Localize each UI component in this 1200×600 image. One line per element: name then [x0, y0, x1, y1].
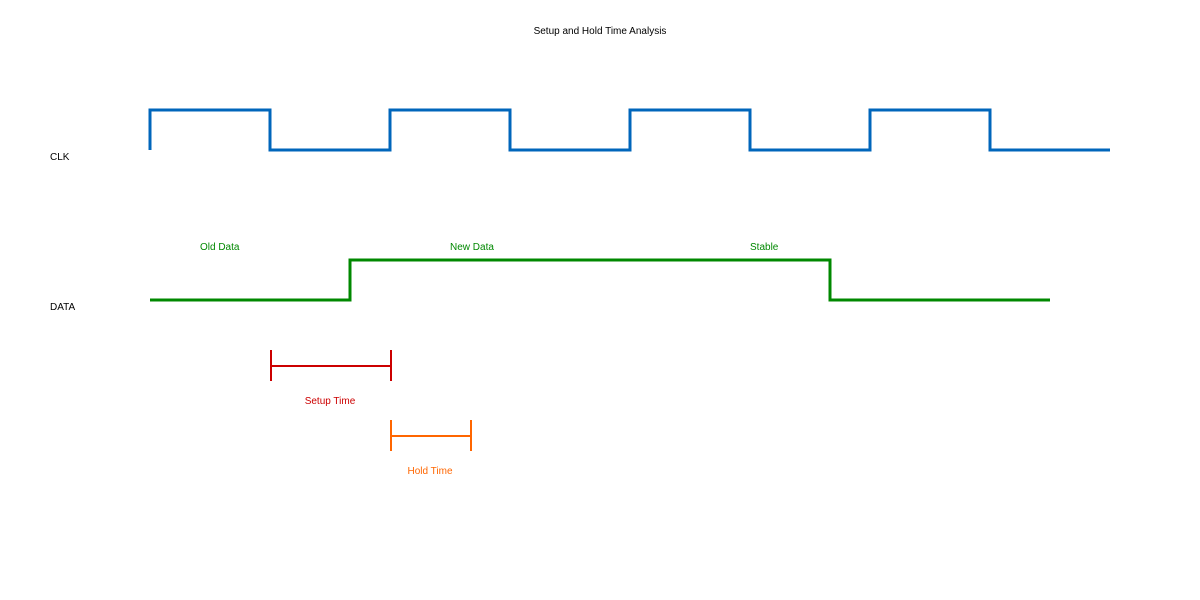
new-data-label: New Data: [450, 242, 494, 253]
diagram-title: Setup and Hold Time Analysis: [534, 26, 667, 37]
stable-label: Stable: [750, 242, 779, 253]
hold-time-label: Hold Time: [407, 466, 452, 477]
setup-time-marker: [270, 350, 392, 381]
clk-waveform: [148, 108, 1110, 152]
hold-time-marker: [390, 420, 472, 451]
old-data-label: Old Data: [200, 242, 240, 253]
setup-time-label: Setup Time: [305, 396, 356, 407]
clk-label: CLK: [50, 152, 70, 163]
data-waveform: [150, 258, 1050, 302]
data-label: DATA: [50, 302, 76, 313]
